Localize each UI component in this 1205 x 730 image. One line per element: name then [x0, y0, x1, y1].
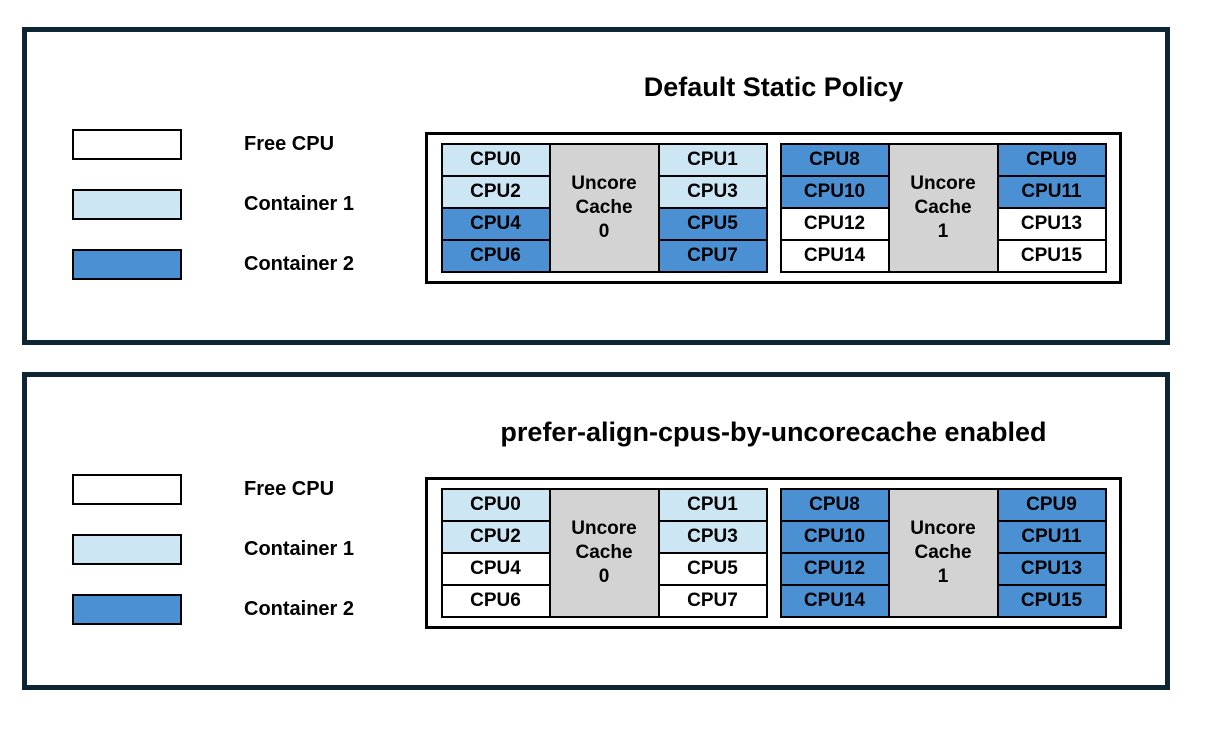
legend-swatch	[72, 249, 182, 280]
legend: Free CPU Container 1 Container 2	[72, 129, 354, 309]
panel-title: prefer-align-cpus-by-uncorecache enabled	[500, 417, 1047, 447]
legend-label: Free CPU	[244, 478, 335, 500]
cpu-cell: CPU6	[442, 241, 549, 271]
cpu-cell: CPU10	[781, 522, 888, 552]
legend-item-free-cpu: Free CPU	[72, 474, 354, 505]
cpu-cell: CPU5	[659, 554, 766, 584]
cache-line: 1	[937, 220, 949, 242]
cpu-cell: CPU13	[998, 554, 1105, 584]
cpu-topology-diagram: CPU0 CPU2 CPU4 CPU6 Uncore Cache 0 CPU1 …	[425, 132, 1122, 284]
cpu-cell: CPU12	[781, 209, 888, 239]
legend: Free CPU Container 1 Container 2	[72, 474, 354, 654]
legend-item-container-1: Container 1	[72, 189, 354, 220]
cache-line: 1	[937, 565, 949, 587]
cpu-cell: CPU2	[442, 522, 549, 552]
legend-label: Container 1	[244, 193, 355, 215]
legend-swatch	[72, 129, 182, 160]
cpu-topology-diagram: CPU0 CPU2 CPU4 CPU6 Uncore Cache 0 CPU1 …	[425, 477, 1122, 629]
cpu-cell: CPU11	[998, 522, 1105, 552]
cpu-cell: CPU15	[998, 586, 1105, 616]
uncore-cache-cell: Uncore Cache 1	[889, 145, 997, 271]
legend-label: Container 1	[244, 538, 355, 560]
uncore-cache-group-0: CPU0 CPU2 CPU4 CPU6 Uncore Cache 0 CPU1 …	[440, 488, 768, 618]
cpu-cell: CPU14	[781, 586, 888, 616]
cpu-cell: CPU1	[659, 145, 766, 175]
cpu-cell: CPU8	[781, 490, 888, 520]
uncore-cache-group-1: CPU8 CPU10 CPU12 CPU14 Uncore Cache 1 CP…	[779, 143, 1107, 273]
cpu-cell: CPU14	[781, 241, 888, 271]
cpu-cell: CPU2	[442, 177, 549, 207]
uncore-cache-cell: Uncore Cache 1	[889, 490, 997, 616]
cpu-cell: CPU15	[998, 241, 1105, 271]
cache-line: Uncore	[910, 173, 976, 195]
cache-line: Uncore	[910, 518, 976, 540]
uncore-cache-group-0: CPU0 CPU2 CPU4 CPU6 Uncore Cache 0 CPU1 …	[440, 143, 768, 273]
cpu-cell: CPU3	[659, 522, 766, 552]
cpu-cell: CPU8	[781, 145, 888, 175]
uncore-cache-group-1: CPU8 CPU10 CPU12 CPU14 Uncore Cache 1 CP…	[779, 488, 1107, 618]
cache-line: Cache	[575, 197, 633, 219]
uncore-cache-cell: Uncore Cache 0	[550, 490, 658, 616]
cpu-cell: CPU1	[659, 490, 766, 520]
legend-item-container-1: Container 1	[72, 534, 354, 565]
cpu-cell: CPU9	[998, 145, 1105, 175]
cache-line: 0	[598, 220, 610, 242]
cpu-cell: CPU0	[442, 490, 549, 520]
policy-panel-uncorecache-aligned: prefer-align-cpus-by-uncorecache enabled…	[22, 372, 1170, 690]
legend-item-container-2: Container 2	[72, 249, 354, 280]
cache-line: Cache	[914, 542, 972, 564]
cpu-cell: CPU4	[442, 209, 549, 239]
cache-line: Uncore	[571, 173, 637, 195]
cpu-cell: CPU0	[442, 145, 549, 175]
legend-swatch	[72, 474, 182, 505]
legend-label: Container 2	[244, 598, 355, 620]
panel-title: Default Static Policy	[643, 72, 904, 102]
cache-line: Cache	[914, 197, 972, 219]
cpu-cell: CPU5	[659, 209, 766, 239]
cpu-cell: CPU10	[781, 177, 888, 207]
cpu-cell: CPU12	[781, 554, 888, 584]
cpu-cell: CPU4	[442, 554, 549, 584]
cpu-cell: CPU7	[659, 586, 766, 616]
cpu-cell: CPU13	[998, 209, 1105, 239]
legend-swatch	[72, 534, 182, 565]
legend-label: Container 2	[244, 253, 355, 275]
policy-panel-default: Default Static Policy Free CPU Container…	[22, 27, 1170, 345]
cache-line: Uncore	[571, 518, 637, 540]
uncore-cache-cell: Uncore Cache 0	[550, 145, 658, 271]
cache-line: Cache	[575, 542, 633, 564]
cpu-cell: CPU11	[998, 177, 1105, 207]
legend-item-container-2: Container 2	[72, 594, 354, 625]
legend-label: Free CPU	[244, 133, 335, 155]
cpu-cell: CPU3	[659, 177, 766, 207]
cpu-cell: CPU7	[659, 241, 766, 271]
legend-swatch	[72, 594, 182, 625]
legend-swatch	[72, 189, 182, 220]
cpu-cell: CPU6	[442, 586, 549, 616]
cache-line: 0	[598, 565, 610, 587]
legend-item-free-cpu: Free CPU	[72, 129, 354, 160]
cpu-cell: CPU9	[998, 490, 1105, 520]
